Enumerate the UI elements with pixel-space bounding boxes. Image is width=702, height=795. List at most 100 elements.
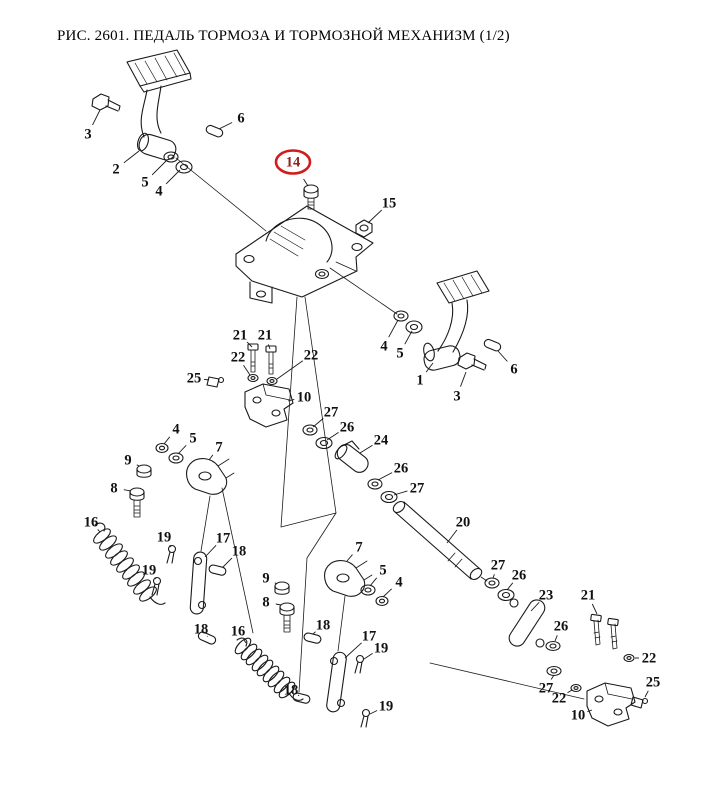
leader-line-3 bbox=[460, 371, 467, 387]
pin-18-upper-center bbox=[303, 632, 322, 644]
callout-18: 18 bbox=[194, 622, 209, 638]
leader-line-4 bbox=[163, 436, 171, 445]
nut-15 bbox=[355, 219, 373, 238]
leader-line-18 bbox=[312, 631, 316, 635]
leader-line-26 bbox=[506, 582, 514, 591]
leader-line-9 bbox=[136, 464, 140, 467]
rod-20 bbox=[392, 500, 483, 581]
leader-line-17 bbox=[344, 642, 362, 659]
callout-27: 27 bbox=[491, 558, 506, 574]
callout-5: 5 bbox=[141, 175, 148, 191]
leader-line-24 bbox=[359, 444, 373, 454]
callout-16: 16 bbox=[231, 624, 246, 640]
diagram-line-art bbox=[91, 49, 649, 728]
callout-26: 26 bbox=[340, 420, 355, 436]
callout-4: 4 bbox=[172, 422, 179, 438]
link-17-left bbox=[189, 551, 208, 615]
callout-4: 4 bbox=[380, 339, 387, 355]
callout-3: 3 bbox=[453, 389, 460, 405]
assembly-lines bbox=[175, 157, 585, 700]
leader-line-19 bbox=[154, 577, 157, 580]
callout-1: 1 bbox=[416, 373, 423, 389]
callout-9: 9 bbox=[124, 453, 131, 469]
leader-line-18 bbox=[297, 694, 300, 697]
link-17-center bbox=[326, 651, 347, 713]
leader-line-19 bbox=[363, 653, 373, 660]
callout-6: 6 bbox=[510, 362, 517, 378]
leader-line-6 bbox=[218, 122, 233, 130]
callout-5: 5 bbox=[379, 563, 386, 579]
callout-8: 8 bbox=[262, 595, 269, 611]
leader-line-14 bbox=[303, 178, 309, 187]
pin-18-upper-left bbox=[208, 564, 227, 576]
callout-8: 8 bbox=[110, 481, 117, 497]
callout-27: 27 bbox=[410, 481, 425, 497]
leader-line-21 bbox=[267, 344, 271, 350]
callout-4: 4 bbox=[395, 575, 402, 591]
washer-26-mid2 bbox=[367, 478, 383, 490]
leader-line-26 bbox=[326, 432, 339, 441]
leader-line-20 bbox=[446, 529, 458, 544]
callout-7: 7 bbox=[215, 440, 222, 456]
leader-line-6 bbox=[497, 350, 508, 362]
callout-18: 18 bbox=[316, 618, 331, 634]
bolt-8-center bbox=[279, 602, 295, 633]
leader-line-22 bbox=[276, 360, 304, 380]
bolt-3-right bbox=[457, 352, 487, 371]
leader-line-3 bbox=[92, 109, 101, 126]
callout-18: 18 bbox=[232, 544, 247, 560]
leader-line-5 bbox=[177, 444, 187, 455]
leader-line-7 bbox=[346, 554, 353, 562]
washer-27-mid2 bbox=[380, 490, 398, 504]
lever-7-left bbox=[186, 458, 235, 495]
grease-fitting-25-upper bbox=[206, 376, 225, 388]
washer-5-left bbox=[163, 151, 179, 163]
leader-line-18 bbox=[222, 557, 233, 568]
washer-26-lower bbox=[545, 640, 561, 652]
washer-5-left2 bbox=[168, 452, 184, 464]
callout-26: 26 bbox=[512, 568, 527, 584]
leader-line-27 bbox=[312, 418, 324, 428]
pin-6-right bbox=[483, 338, 502, 352]
leader-line-25 bbox=[644, 690, 649, 698]
callout-21: 21 bbox=[258, 328, 273, 344]
callout-5: 5 bbox=[189, 431, 196, 447]
spring-16-center bbox=[234, 637, 304, 701]
leader-line-19 bbox=[369, 710, 378, 715]
leader-line-4 bbox=[165, 169, 181, 185]
bolt-8-left bbox=[129, 487, 145, 518]
cotter-pin-19-a bbox=[166, 544, 177, 564]
callout-19: 19 bbox=[142, 563, 157, 579]
leader-line-5 bbox=[404, 330, 413, 345]
leader-line-1 bbox=[425, 362, 434, 373]
callout-21: 21 bbox=[233, 328, 248, 344]
leader-line-7 bbox=[208, 454, 214, 461]
bolt-3-left bbox=[91, 93, 121, 112]
bolt-14 bbox=[303, 184, 319, 210]
leader-line-5 bbox=[369, 577, 378, 587]
callout-4: 4 bbox=[155, 184, 162, 200]
leader-line-27 bbox=[393, 490, 408, 496]
washer-4-left2 bbox=[155, 442, 169, 454]
washer-4-left bbox=[175, 160, 193, 174]
washer-4-center bbox=[375, 595, 389, 607]
callout-17: 17 bbox=[216, 531, 231, 547]
callout-22: 22 bbox=[231, 350, 246, 366]
leader-line-17 bbox=[204, 544, 217, 558]
leader-line-18 bbox=[206, 635, 208, 637]
leader-line-26 bbox=[554, 635, 558, 642]
callout-3: 3 bbox=[84, 127, 91, 143]
callout-27: 27 bbox=[324, 405, 339, 421]
callout-25: 25 bbox=[646, 675, 661, 691]
cotter-pin-19-b bbox=[151, 576, 162, 596]
bushing-9-center bbox=[274, 581, 290, 595]
pin-18-lower-center bbox=[292, 692, 311, 704]
callout-17: 17 bbox=[362, 629, 377, 645]
leader-line-8 bbox=[123, 489, 132, 492]
bolts-21-upper bbox=[247, 343, 277, 375]
callout-5: 5 bbox=[396, 346, 403, 362]
bracket-10-upper bbox=[244, 383, 294, 428]
callout-7: 7 bbox=[355, 540, 362, 556]
callout-24: 24 bbox=[374, 433, 389, 449]
callout-26: 26 bbox=[554, 619, 569, 635]
